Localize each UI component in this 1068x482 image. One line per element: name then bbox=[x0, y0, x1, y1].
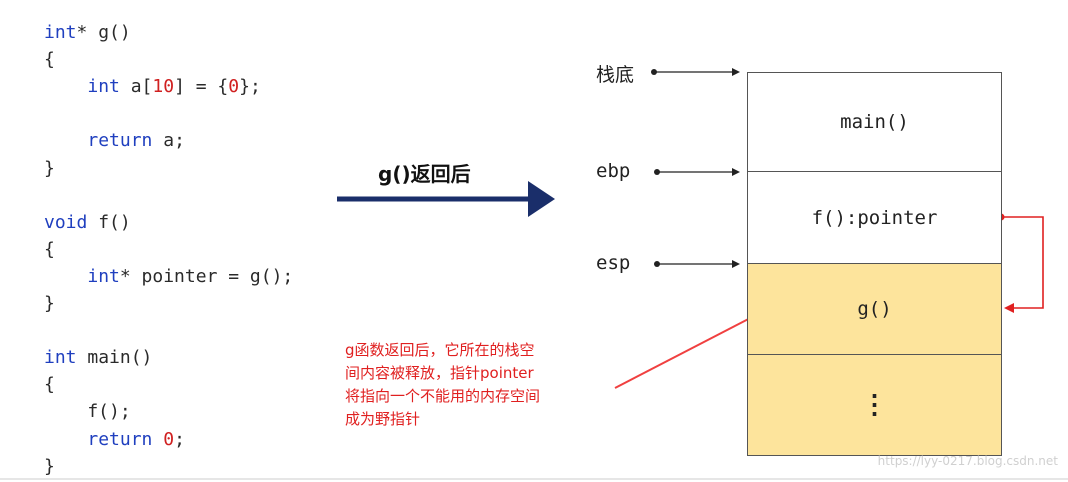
code-text: } bbox=[44, 293, 55, 314]
code-text: { bbox=[44, 238, 55, 260]
stack-frame-f: f():pointer bbox=[747, 171, 1002, 264]
watermark: https://lyy-0217.blog.csdn.net bbox=[877, 454, 1058, 468]
code-keyword: return bbox=[87, 130, 153, 152]
code-line: int a[10] = {0}; bbox=[44, 76, 261, 98]
code-line: { bbox=[44, 49, 55, 71]
transition-label: g()返回后 bbox=[378, 162, 471, 186]
divider bbox=[0, 478, 1068, 480]
ebp-label: ebp bbox=[596, 160, 631, 182]
code-line: void f() bbox=[44, 212, 131, 234]
note-text: g函数返回后，它所在的栈空 间内容被释放，指针pointer 将指向一个不能用的… bbox=[345, 339, 615, 431]
note-line: g函数返回后，它所在的栈空 bbox=[345, 341, 535, 359]
code-keyword: int bbox=[44, 22, 77, 43]
code-line: } bbox=[44, 158, 55, 180]
stack-frame-main: main() bbox=[747, 72, 1002, 172]
code-line: } bbox=[44, 456, 55, 478]
code-line: } bbox=[44, 293, 55, 315]
note-line: 将指向一个不能用的内存空间 bbox=[345, 387, 541, 405]
code-number: 0 bbox=[228, 76, 240, 98]
note-line: 成为野指针 bbox=[345, 410, 421, 428]
code-text: * pointer = g(); bbox=[119, 265, 294, 287]
code-keyword: int bbox=[87, 265, 120, 287]
note-arrow bbox=[614, 312, 761, 389]
note-line: 间内容被释放，指针pointer bbox=[345, 364, 534, 382]
esp-label: esp bbox=[596, 252, 631, 274]
code-text: } bbox=[44, 455, 55, 477]
code-line: { bbox=[44, 374, 55, 396]
code-number: 10 bbox=[152, 76, 175, 98]
code-text: f(); bbox=[44, 401, 131, 423]
code-line: return a; bbox=[44, 130, 185, 152]
code-text: } bbox=[44, 157, 55, 179]
code-line: f(); bbox=[44, 401, 131, 423]
code-text: ; bbox=[174, 428, 185, 450]
code-keyword: int bbox=[44, 347, 77, 369]
code-number: 0 bbox=[163, 428, 175, 450]
stack-frame-more: ⋮ bbox=[747, 354, 1002, 456]
code-text: a; bbox=[152, 130, 185, 152]
code-text: * g() bbox=[76, 22, 131, 43]
code-keyword: void bbox=[44, 211, 88, 233]
dangling-pointer-line bbox=[1001, 216, 1044, 309]
code-text: f() bbox=[87, 211, 131, 233]
code-keyword: return bbox=[87, 428, 153, 450]
code-text: { bbox=[44, 374, 55, 396]
code-text: }; bbox=[239, 76, 261, 98]
code-text: ] = { bbox=[174, 76, 229, 98]
code-line: { bbox=[44, 239, 55, 261]
stack-frame-g: g() bbox=[747, 263, 1002, 355]
code-line: return 0; bbox=[44, 429, 185, 451]
code-line: int* pointer = g(); bbox=[44, 266, 293, 288]
code-line: int* g() bbox=[44, 22, 131, 44]
code-keyword: int bbox=[87, 76, 120, 98]
stack-bottom-label: 栈底 bbox=[596, 64, 635, 86]
code-text: a[ bbox=[119, 76, 153, 98]
code-text: main() bbox=[76, 347, 153, 369]
code-text: { bbox=[44, 49, 55, 71]
code-line: int main() bbox=[44, 347, 152, 369]
transition-arrow-head bbox=[528, 181, 555, 217]
